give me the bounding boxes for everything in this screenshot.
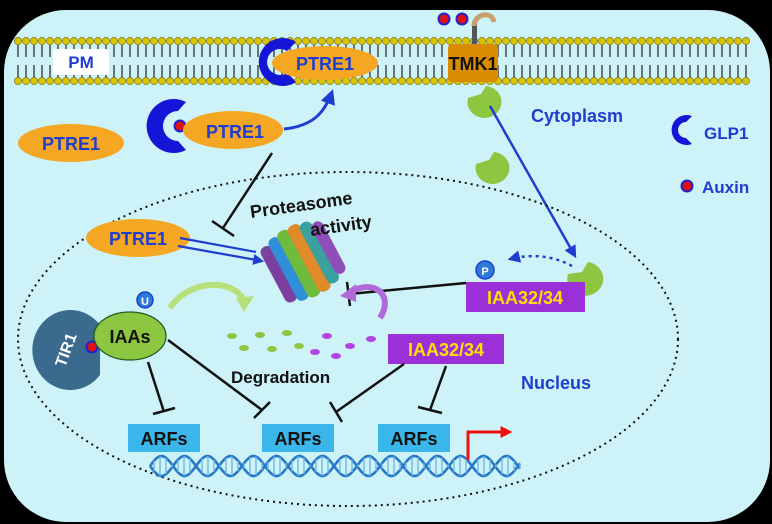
relocation-arrow xyxy=(283,89,335,131)
iaa32-34 xyxy=(388,334,504,364)
dna-helix-icon xyxy=(148,454,522,478)
arf-label-2: ARFs xyxy=(274,429,321,449)
ptre1-membrane xyxy=(272,46,378,80)
arf-label-3: ARFs xyxy=(390,429,437,449)
ptre1-free-label: PTRE1 xyxy=(42,134,100,154)
iaa-degradation-arrowhead xyxy=(236,296,254,312)
phosphate-badge xyxy=(475,260,495,280)
legend-glp1-label: GLP1 xyxy=(704,124,748,143)
iaa32-34-phosphorylated xyxy=(466,282,585,312)
degradation-fragments xyxy=(227,330,376,359)
ubiquitin-label: U xyxy=(141,296,149,308)
iaas-label: IAAs xyxy=(109,327,150,347)
iaa-p-inhibition-line xyxy=(348,281,467,296)
proteasome-barrel-icon xyxy=(260,221,346,303)
tmk1-receptor: TMK1 xyxy=(448,12,498,82)
cytoplasm-label: Cytoplasm xyxy=(531,106,623,126)
recycle-arrowhead-icon xyxy=(340,284,356,302)
arf-box-2 xyxy=(262,424,334,452)
ubiquitin-badge xyxy=(136,291,154,309)
tmk1-signal-arrow xyxy=(488,105,577,259)
recycle-arrow-icon xyxy=(348,284,388,320)
tir1-receptor xyxy=(32,310,100,390)
phosphate-label: P xyxy=(481,266,488,278)
ptre1-complex-label: PTRE1 xyxy=(206,122,264,142)
phosphorylation-arrow xyxy=(507,250,573,268)
arf-box-3 xyxy=(378,424,450,452)
iaa32-34-label: IAA32/34 xyxy=(408,340,484,360)
pm-label: PM xyxy=(68,53,94,72)
ptre1-inhibition-bar xyxy=(211,219,235,238)
nucleus-envelope xyxy=(17,171,679,507)
tmk1-label: TMK1 xyxy=(449,54,498,74)
ptre1-double-arrow-b xyxy=(177,244,265,265)
iaas xyxy=(93,311,167,361)
auxin-dot-icon xyxy=(455,12,469,26)
ptre1-inhibition-line xyxy=(221,152,274,229)
auxin-dot-icon xyxy=(680,179,694,193)
degradation-label: Degradation xyxy=(231,368,330,387)
ptre1-nucleus-label: PTRE1 xyxy=(109,229,167,249)
iaa32-34-phosphorylated-label: IAA32/34 xyxy=(487,288,563,308)
ptre1-membrane-label: PTRE1 xyxy=(296,54,354,74)
pm-label-box xyxy=(53,49,109,75)
ptre1-nucleus xyxy=(86,219,190,257)
auxin-dot-icon xyxy=(437,12,451,26)
arf-label-1: ARFs xyxy=(140,429,187,449)
plasma-membrane xyxy=(14,37,750,85)
nucleus-label: Nucleus xyxy=(521,373,591,393)
ptre1-free xyxy=(18,124,124,162)
glp1-c-shape-icon xyxy=(671,115,692,145)
kinase-domain-icon xyxy=(475,152,510,184)
arf-box-1 xyxy=(128,424,200,452)
legend-auxin-label: Auxin xyxy=(702,178,749,197)
glp1-c-shape-icon xyxy=(146,99,186,154)
iaa-degradation-arrow xyxy=(167,281,247,310)
ptre1-complex xyxy=(183,111,283,149)
ptre1-double-arrow-a xyxy=(179,236,257,254)
transcription-start-arrow-icon xyxy=(466,426,513,460)
arf-inhibition-lines xyxy=(146,338,448,423)
